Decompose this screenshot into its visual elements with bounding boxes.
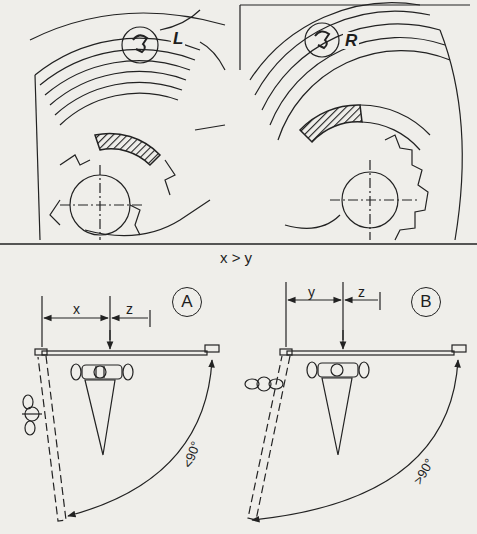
angle-label: <90° [180, 438, 203, 472]
dimension-label: z [356, 285, 367, 299]
brake-disc-left [30, 10, 225, 240]
circled-letter: B [411, 287, 441, 317]
circled-letter: A [172, 287, 202, 317]
node-text: B [420, 292, 431, 312]
dimension-label: y [306, 285, 317, 299]
brake-disc-right [240, 3, 470, 240]
dimension-label: x [71, 302, 82, 316]
view-letter: R [343, 32, 359, 49]
dimension-label: z [124, 302, 135, 316]
condition-note: x > y [218, 250, 254, 265]
view-letter: L [171, 30, 185, 47]
mechanism-b [245, 282, 466, 520]
mechanism-a [22, 296, 219, 521]
node-text: A [181, 292, 192, 312]
